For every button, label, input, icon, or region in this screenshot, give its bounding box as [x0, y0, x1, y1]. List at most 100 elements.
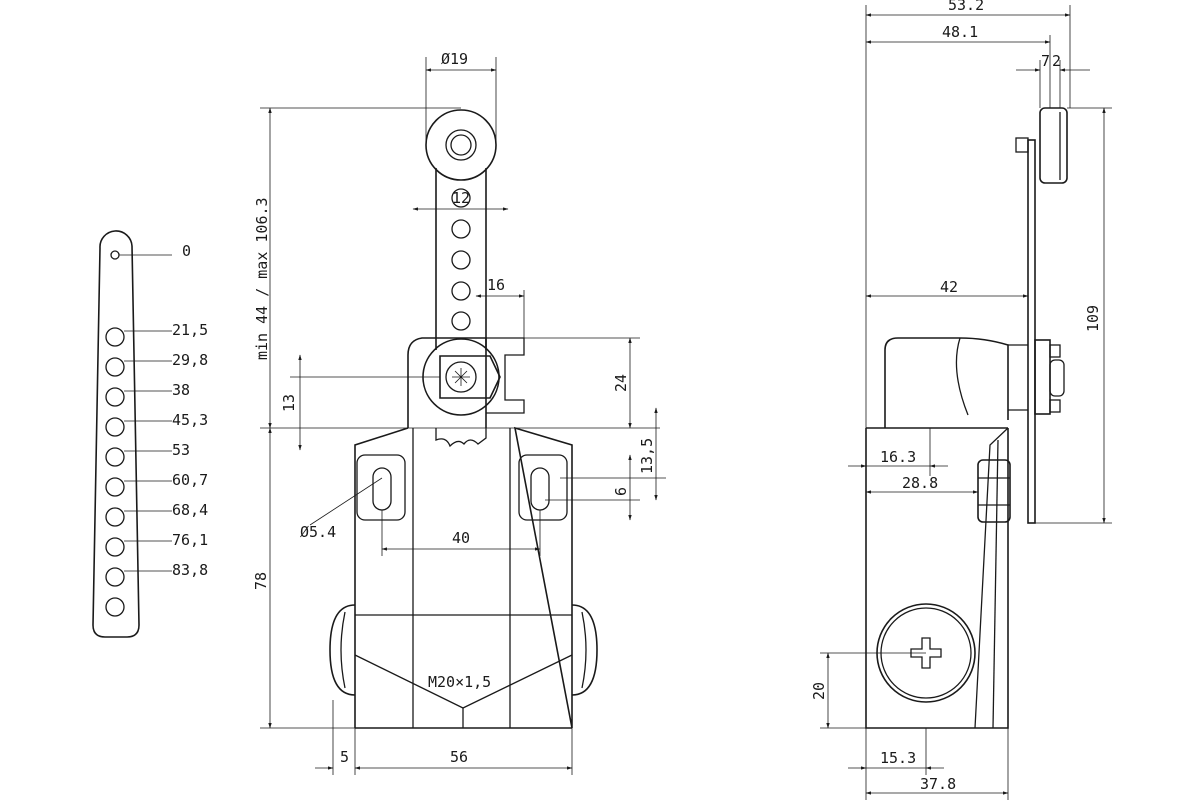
dim-pivot-height-right: 24 [524, 337, 640, 429]
dim-body-height: 78 [252, 427, 355, 729]
dim-top-offset: 13,5 [560, 407, 666, 501]
side-lever-plate [1027, 139, 1036, 524]
side-pivot-tab [1049, 399, 1061, 413]
roller-hub [445, 129, 477, 161]
side-roller-axle [1015, 137, 1029, 153]
svg-text:13,5: 13,5 [638, 438, 656, 474]
dim-pivot-height-left: 13 [280, 354, 440, 451]
lever-strip-hole [105, 507, 125, 527]
dim-arm-width: 12 [412, 189, 509, 211]
hex-nut [439, 355, 501, 399]
dim-roller-thickness: 7 2 [1016, 52, 1090, 108]
lever-strip-pivot-hole [110, 250, 120, 260]
lever-strip-hole [105, 567, 125, 587]
lever-strip-position-label: 21,5 [172, 321, 208, 339]
shaft-break [435, 428, 487, 448]
dim-lever-range: min 44 / max 106.3 [253, 107, 461, 429]
svg-text:Ø19: Ø19 [441, 50, 468, 68]
cable-gland-left [329, 604, 356, 696]
side-body-taper [974, 427, 1009, 729]
lever-strip-hole [105, 387, 125, 407]
pivot-screw [445, 361, 477, 393]
svg-text:min 44 / max 106.3: min 44 / max 106.3 [253, 197, 271, 360]
dim-body-depth: 37.8 [865, 728, 1009, 800]
svg-text:16.3: 16.3 [880, 448, 916, 466]
dim-roller-dia: Ø19 [425, 50, 497, 140]
lever-arm-hole [451, 219, 471, 239]
thread-label: M20×1,5 [428, 673, 491, 691]
svg-text:7: 7 [1041, 52, 1050, 70]
dim-hole-spacing: 40 [381, 510, 541, 556]
roller-wheel [425, 109, 497, 181]
lever-strip-position-label: 60,7 [172, 471, 208, 489]
lever-arm-hole [451, 311, 471, 331]
switch-body [354, 426, 573, 729]
side-head [884, 337, 1009, 428]
svg-text:109: 109 [1084, 305, 1102, 332]
lever-strip-hole [105, 327, 125, 347]
mount-lug-left [356, 454, 406, 521]
dim-slot-offset: 16.3 [848, 428, 948, 476]
lever-strip-position-label: 29,8 [172, 351, 208, 369]
front-view: M20×1,5 Ø19 12 16 min 44 / max 106.3 [252, 50, 666, 775]
svg-text:6: 6 [612, 487, 630, 496]
side-head-curve [955, 337, 969, 416]
dim-lever-offset: 42 [865, 278, 1029, 298]
dim-gland-pos: 15.3 [848, 728, 944, 800]
side-mount-lug [977, 459, 1011, 523]
svg-text:48.1: 48.1 [942, 23, 978, 41]
lever-strip-hole [105, 357, 125, 377]
side-body-taper-inner [992, 439, 999, 729]
dim-lever-height: 109 [1035, 107, 1112, 524]
side-body [865, 428, 1009, 729]
svg-text:56: 56 [450, 748, 468, 766]
dim-gland-height: 20 [810, 652, 926, 729]
side-roller [1039, 107, 1068, 184]
lever-arm-hole [451, 281, 471, 301]
svg-text:16: 16 [487, 276, 505, 294]
svg-text:15.3: 15.3 [880, 749, 916, 767]
svg-text:20: 20 [810, 682, 828, 700]
dim-hole-offset: 16 [475, 276, 525, 345]
side-pivot-screw [1049, 359, 1065, 397]
svg-text:2: 2 [1052, 52, 1061, 70]
lever-strip-position-label: 38 [172, 381, 190, 399]
mount-slot-right [530, 467, 550, 511]
roller-axle [450, 134, 472, 156]
svg-text:12: 12 [452, 189, 470, 207]
svg-text:5: 5 [340, 748, 349, 766]
lever-strip-hole [105, 477, 125, 497]
dim-overall-width: 53.2 [865, 0, 1071, 428]
lever-strip-position-label: 83,8 [172, 561, 208, 579]
svg-text:28.8: 28.8 [902, 474, 938, 492]
side-view: 53.2 48.1 7 2 42 109 [810, 0, 1112, 800]
actuator-head [407, 337, 487, 428]
clamp-bracket [486, 337, 525, 414]
mount-lug-right [518, 454, 568, 521]
screw-head-icon [452, 368, 470, 386]
dim-body-width: 5 56 [315, 700, 573, 775]
lever-strip-hole [105, 447, 125, 467]
lever-strip-position-label: 68,4 [172, 501, 208, 519]
cross-icon [910, 637, 942, 669]
dim-roller-pos: 48.1 [865, 23, 1051, 108]
cable-gland-right-inner [581, 611, 587, 689]
mount-slot-left [372, 467, 392, 511]
lever-strip-position-label: 76,1 [172, 531, 208, 549]
lever-arm [435, 168, 487, 350]
lever-strip-hole [105, 597, 125, 617]
dim-mount-hole: Ø5.4 [300, 477, 383, 541]
lever-strip-outline [92, 230, 140, 638]
lever-arm-hole [451, 250, 471, 270]
lever-arm-hole [451, 188, 471, 208]
svg-text:40: 40 [452, 529, 470, 547]
lever-strip-zero-label: 0 [182, 242, 191, 260]
cable-gland-left-inner [340, 611, 346, 689]
svg-text:42: 42 [940, 278, 958, 296]
dim-slot-height: 6 [545, 454, 640, 521]
lever-strip-position-label: 53 [172, 441, 190, 459]
svg-text:37.8: 37.8 [920, 775, 956, 793]
dim-slot-offset2: 28.8 [865, 474, 979, 494]
